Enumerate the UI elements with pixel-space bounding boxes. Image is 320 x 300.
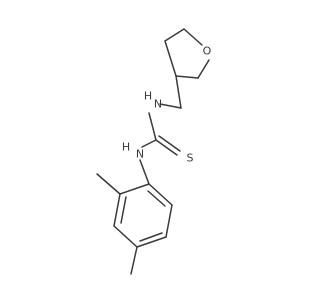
ring-bond-3 xyxy=(197,59,210,79)
ring-bond-1 xyxy=(164,28,185,42)
benzene-bond-1 xyxy=(119,183,150,195)
benzene-bond-6 xyxy=(148,183,173,206)
thiourea-cs-bond-b xyxy=(158,135,181,152)
molecule-structure: O H N H N S xyxy=(96,28,212,275)
benzene-bond-6-inner xyxy=(147,190,166,207)
sulfur-label: S xyxy=(187,152,194,165)
ring-bond-2 xyxy=(183,28,203,46)
ring-bond-5 xyxy=(164,40,177,77)
nh-upper-n-label: N xyxy=(154,98,162,111)
ch2-linker-bond-2 xyxy=(159,103,182,109)
benzene-ring xyxy=(113,183,173,248)
thiourea-bond-n2 xyxy=(141,139,157,148)
molecule-canvas: O H N H N S xyxy=(96,28,212,275)
benzene-bond-2-inner xyxy=(120,196,127,224)
nh-upper-h-label: H xyxy=(144,90,152,103)
thiourea-cs-bond-a xyxy=(155,139,178,156)
para-methyl-bond xyxy=(130,246,138,275)
thf-ring xyxy=(164,28,210,79)
benzene-bond-4 xyxy=(136,236,167,248)
thiourea-bond-n1 xyxy=(148,112,157,141)
n-aryl-bond xyxy=(139,159,150,185)
benzene-bond-5 xyxy=(165,204,173,238)
benzene-bond-3 xyxy=(113,225,138,248)
nh-lower-n-label: N xyxy=(136,148,144,161)
ch2-linker-bond-1 xyxy=(175,75,182,109)
ortho-methyl-bond xyxy=(96,173,121,195)
benzene-bond-4-inner xyxy=(139,232,163,242)
benzene-bond-2 xyxy=(113,193,121,227)
oxygen-label: O xyxy=(203,45,212,58)
nh-lower-h-label: H xyxy=(122,141,130,154)
ring-bond-4 xyxy=(175,75,199,79)
